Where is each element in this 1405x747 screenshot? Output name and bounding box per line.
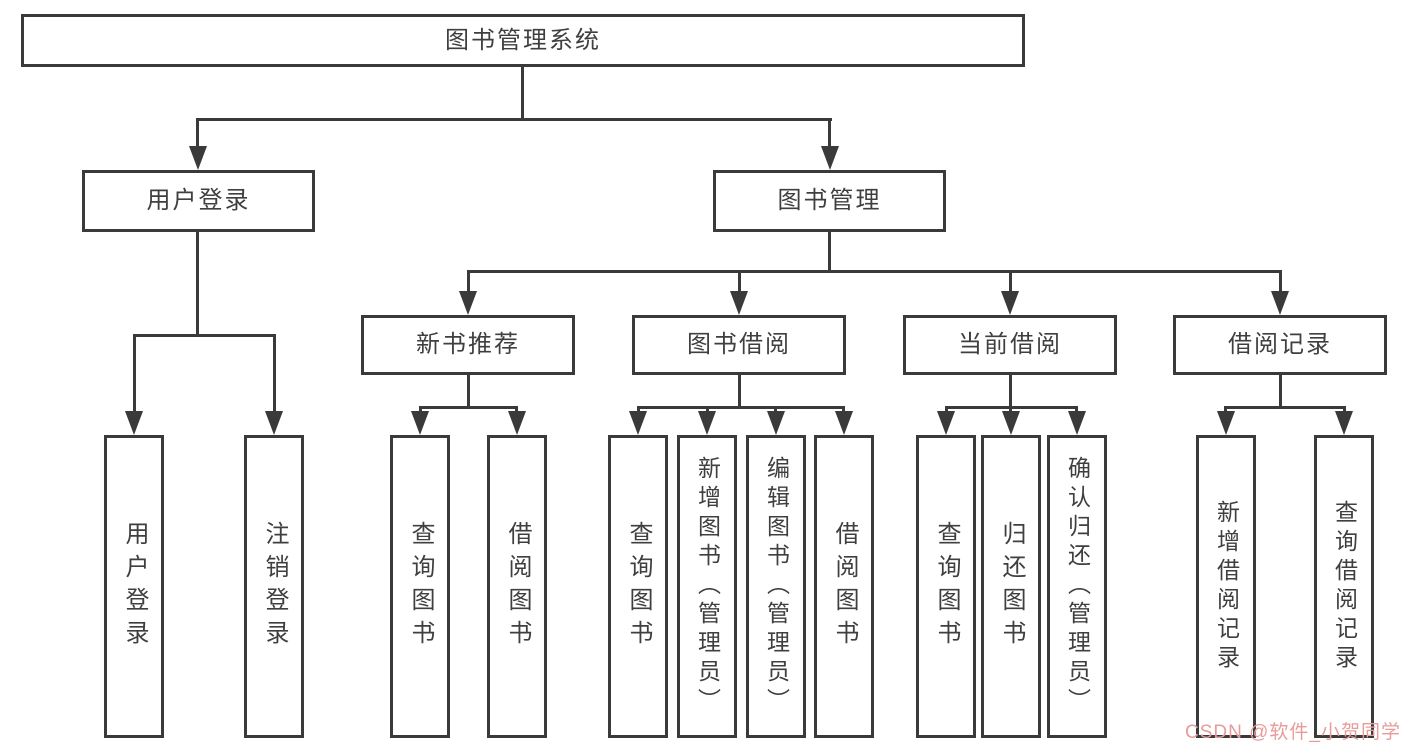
connector-line bbox=[637, 406, 845, 409]
leaf-query-books-2: 查询图书 bbox=[608, 435, 668, 738]
connector-line bbox=[133, 334, 276, 337]
arrowhead-icon bbox=[821, 146, 839, 170]
connector-line bbox=[1279, 270, 1282, 294]
connector-line bbox=[196, 118, 199, 150]
arrowhead-icon bbox=[629, 411, 647, 435]
node-new-book-recommend: 新书推荐 bbox=[361, 315, 575, 375]
arrowhead-icon bbox=[767, 411, 785, 435]
connector-line bbox=[828, 232, 831, 273]
arrowhead-icon bbox=[835, 411, 853, 435]
csdn-watermark: CSDN @软件_小贺同学 bbox=[1185, 722, 1401, 743]
node-current-borrow: 当前借阅 bbox=[903, 315, 1117, 375]
connector-line bbox=[738, 270, 741, 294]
node-borrow-records: 借阅记录 bbox=[1173, 315, 1387, 375]
connector-line bbox=[738, 375, 741, 408]
leaf-borrow-books-1: 借阅图书 bbox=[487, 435, 547, 738]
arrowhead-icon bbox=[1335, 411, 1353, 435]
arrowhead-icon bbox=[698, 411, 716, 435]
connector-line bbox=[419, 406, 518, 409]
leaf-query-books-1: 查询图书 bbox=[390, 435, 450, 738]
leaf-borrow-books-2: 借阅图书 bbox=[814, 435, 874, 738]
leaf-return-books: 归还图书 bbox=[981, 435, 1041, 738]
arrowhead-icon bbox=[1217, 411, 1235, 435]
connector-line bbox=[467, 270, 1282, 273]
connector-line bbox=[467, 375, 470, 408]
arrowhead-icon bbox=[937, 411, 955, 435]
arrowhead-icon bbox=[125, 411, 143, 435]
connector-line bbox=[273, 334, 276, 416]
node-book-management: 图书管理 bbox=[713, 170, 946, 232]
connector-line bbox=[521, 67, 524, 120]
arrowhead-icon bbox=[1001, 291, 1019, 315]
leaf-query-books-3: 查询图书 bbox=[916, 435, 976, 738]
arrowhead-icon bbox=[1271, 291, 1289, 315]
connector-line bbox=[1224, 406, 1345, 409]
arrowhead-icon bbox=[730, 291, 748, 315]
leaf-user-login: 用户登录 bbox=[104, 435, 164, 738]
arrowhead-icon bbox=[1002, 411, 1020, 435]
leaf-add-books-admin: 新增图书（管理员） bbox=[677, 435, 737, 738]
connector-line bbox=[1279, 375, 1282, 408]
connector-line bbox=[467, 270, 470, 294]
connector-line bbox=[196, 232, 199, 337]
leaf-edit-books-admin: 编辑图书（管理员） bbox=[746, 435, 806, 738]
leaf-query-borrow-record: 查询借阅记录 bbox=[1314, 435, 1374, 738]
arrowhead-icon bbox=[508, 411, 526, 435]
node-root-library-system: 图书管理系统 bbox=[21, 14, 1025, 67]
leaf-logout: 注销登录 bbox=[244, 435, 304, 738]
arrowhead-icon bbox=[459, 291, 477, 315]
node-book-borrow: 图书借阅 bbox=[632, 315, 846, 375]
arrowhead-icon bbox=[411, 411, 429, 435]
connector-line bbox=[133, 334, 136, 416]
arrowhead-icon bbox=[265, 411, 283, 435]
leaf-add-borrow-record: 新增借阅记录 bbox=[1196, 435, 1256, 738]
arrowhead-icon bbox=[1068, 411, 1086, 435]
connector-line bbox=[1009, 375, 1012, 408]
connector-line bbox=[828, 118, 831, 150]
connector-line bbox=[196, 118, 832, 121]
arrowhead-icon bbox=[189, 146, 207, 170]
node-user-login: 用户登录 bbox=[82, 170, 315, 232]
connector-line bbox=[1009, 270, 1012, 294]
leaf-confirm-return-admin: 确认归还（管理员） bbox=[1047, 435, 1107, 738]
